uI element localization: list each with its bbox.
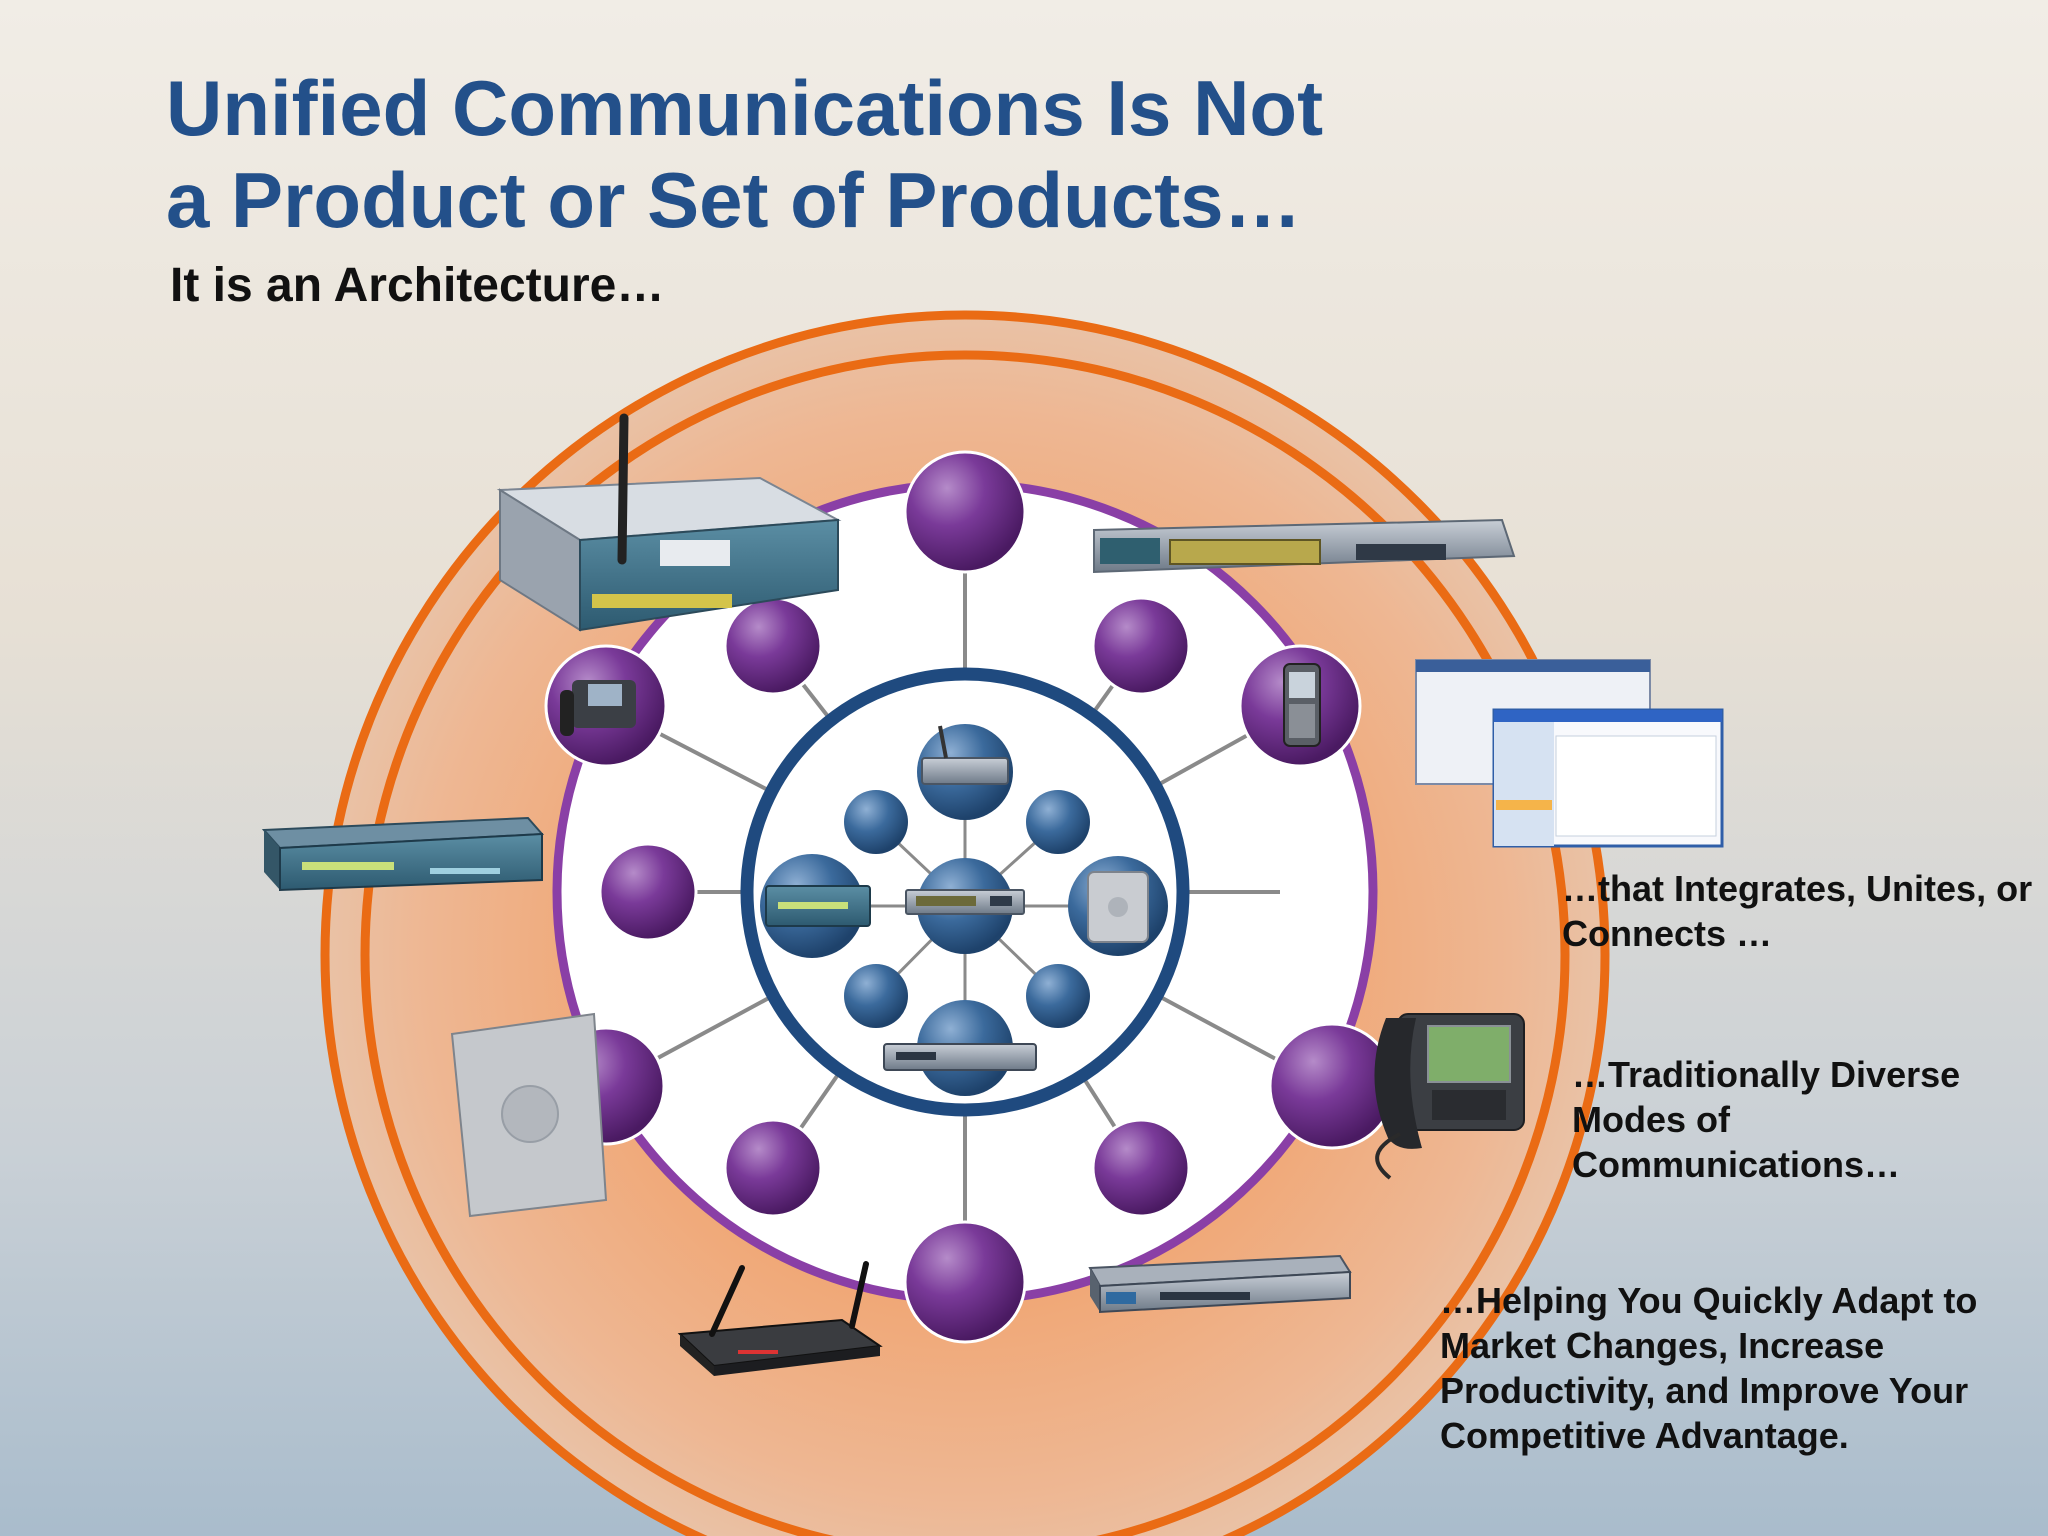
- core-node-ur: [1026, 790, 1090, 854]
- switch-icon: [905, 889, 1025, 915]
- caption-adapt: …Helping You Quickly Adapt to Market Cha…: [1440, 1280, 1978, 1456]
- outlook-window-icon: [1415, 659, 1724, 848]
- access-point-icon: [1087, 871, 1149, 943]
- ip-phone-icon: [1374, 1013, 1525, 1180]
- node-upper-right: [1091, 596, 1191, 696]
- isr-router-icon: [1088, 1254, 1352, 1314]
- security-appliance-icon: [261, 816, 545, 892]
- title-line-1: Unified Communications Is Not: [166, 64, 1324, 152]
- node-bottom: [903, 1220, 1027, 1344]
- core-node-ul: [844, 790, 908, 854]
- wireless-router-icon: [496, 413, 842, 632]
- core-node-lr: [1026, 964, 1090, 1028]
- access-point-icon: [450, 1012, 608, 1218]
- title-line-2: a Product or Set of Products…: [166, 156, 1302, 244]
- wifi-router-icon: [677, 1261, 883, 1376]
- isr-router-icon: [883, 1043, 1037, 1071]
- router-icon: [921, 725, 1009, 785]
- node-lower-right: [1091, 1118, 1191, 1218]
- appliance-icon: [765, 885, 871, 927]
- inner-orange-ring: [360, 350, 1570, 1536]
- desk-phone-icon: [560, 680, 636, 736]
- caption-integrates: …that Integrates, Unites, or Connects …: [1562, 868, 2033, 954]
- page-subtitle: It is an Architecture…: [170, 259, 665, 312]
- network-switch-icon: [1093, 518, 1516, 574]
- core-node-ll: [844, 964, 908, 1028]
- node-upper-left: [723, 596, 823, 696]
- node-lower-left: [723, 1118, 823, 1218]
- caption-diverse-modes: …Traditionally Diverse Modes of Communic…: [1572, 1054, 1961, 1185]
- page-title: Unified Communications Is Not a Product …: [166, 62, 1366, 246]
- node-top: [903, 450, 1027, 574]
- node-left: [598, 842, 698, 942]
- smartphone-icon: [1283, 663, 1321, 747]
